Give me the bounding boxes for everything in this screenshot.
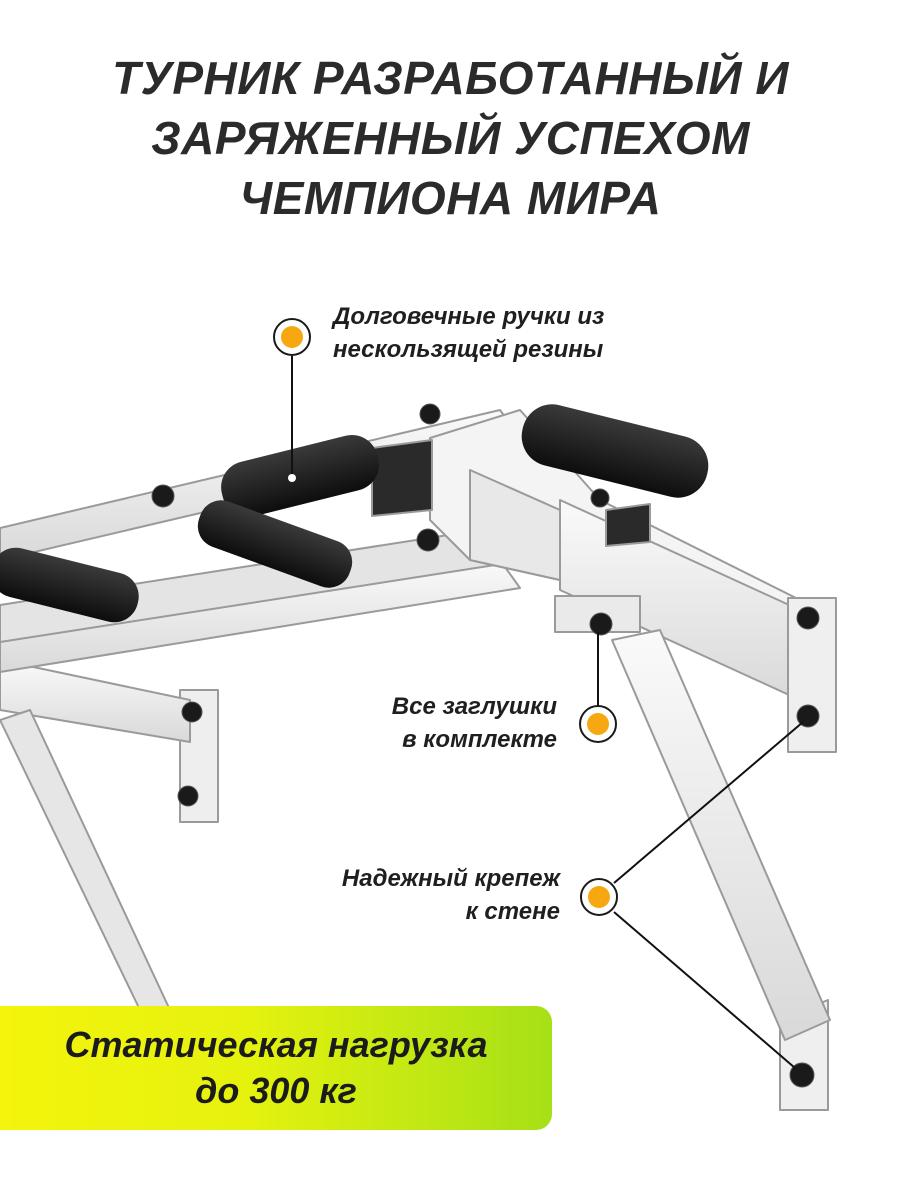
callout-marker-caps [579,705,617,743]
bolt [796,606,820,630]
callout-mounting: Надежный крепеж к стене [260,862,560,928]
rear-mount-block [605,503,651,547]
callout-grips: Долговечные ручки из нескользящей резины [333,300,604,366]
headline-line-3: ЧЕМПИОНА МИРА [239,172,662,224]
callout-marker-mounting [580,878,618,916]
bolt [589,612,613,636]
center-grip [221,434,379,518]
bolt [416,528,440,552]
load-capacity-line-2: до 300 кг [195,1070,357,1111]
callout-caps-line-1: Все заглушки [391,693,557,720]
bolt [181,701,203,723]
right-diagonal-strut [611,629,831,1041]
bolt [590,488,610,508]
headline: ТУРНИК РАЗРАБОТАННЫЙ И ЗАРЯЖЕННЫЙ УСПЕХО… [0,48,901,228]
load-capacity-badge: Статическая нагрузка до 300 кг [0,1006,552,1130]
callout-grips-line-2: нескользящей резины [333,336,604,363]
left-diagonal-strut [0,709,171,1011]
left-support-arm [0,659,191,743]
headline-line-1: ТУРНИК РАЗРАБОТАННЫЙ И [112,52,789,104]
leader-line-mount-lower [613,911,796,1069]
bolt [177,785,199,807]
bolt [151,484,175,508]
left-grip [0,547,139,623]
bolt [419,403,441,425]
callout-mounting-line-1: Надежный крепеж [341,865,560,892]
headline-line-2: ЗАРЯЖЕННЫЙ УСПЕХОМ [151,112,750,164]
callout-mounting-line-2: к стене [465,898,560,925]
bolt [789,1062,815,1088]
lower-grip [197,500,353,588]
leader-dot [288,474,296,482]
callout-caps-line-2: в комплекте [402,726,557,753]
load-capacity-line-1: Статическая нагрузка [64,1024,488,1065]
callout-caps: Все заглушки в комплекте [300,690,557,756]
callout-grips-line-1: Долговечные ручки из [333,303,605,330]
end-grip [521,404,709,498]
callout-marker-grips [273,318,311,356]
load-capacity-text: Статическая нагрузка до 300 кг [0,1022,552,1114]
leader-line-mount-upper [613,721,804,884]
upper-mount-block [371,439,433,517]
